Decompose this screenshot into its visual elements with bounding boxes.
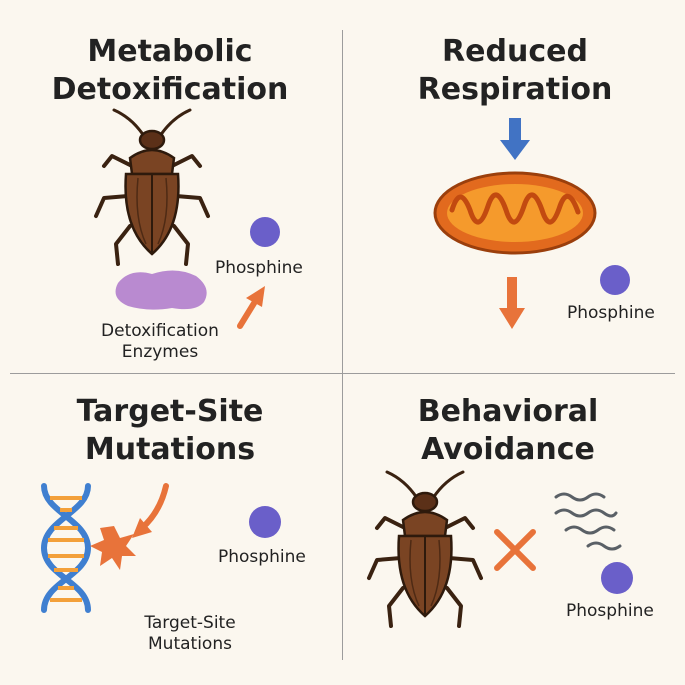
caption-line-1: Target-Site	[144, 613, 236, 633]
horizontal-divider	[10, 373, 675, 374]
title-line-2: Avoidance	[421, 432, 595, 467]
panel-title: Reduced Respiration	[365, 33, 665, 109]
arrow-icon	[499, 277, 525, 329]
gas-waves-icon	[554, 492, 622, 551]
enzymes-label-line-2: Enzymes	[121, 342, 199, 362]
arrow-icon	[500, 118, 530, 160]
enzymes-label: Detoxification Enzymes	[60, 321, 260, 363]
vertical-divider	[342, 30, 343, 660]
mitochondria-icon	[433, 171, 597, 255]
dna-icon	[40, 483, 92, 613]
phosphine-molecule-icon	[249, 506, 281, 538]
caption-line-2: Mutations	[148, 634, 232, 654]
enzyme-blob-icon	[115, 270, 207, 310]
panel-title: Behavioral Avoidance	[358, 393, 658, 469]
title-line-2: Respiration	[417, 72, 613, 107]
title-line-1: Reduced	[442, 34, 588, 69]
cross-icon	[494, 529, 536, 571]
phosphine-label: Phosphine	[567, 303, 655, 323]
arrow-icon	[237, 286, 265, 329]
mutations-caption: Target-Site Mutations	[95, 613, 285, 655]
phosphine-molecule-icon	[600, 265, 630, 295]
phosphine-molecule-icon	[250, 217, 280, 247]
enzymes-label-line-1: Detoxification	[101, 321, 219, 341]
title-line-2: Mutations	[84, 432, 256, 467]
title-line-1: Metabolic	[87, 34, 253, 69]
beetle-icon	[94, 108, 210, 266]
title-line-2: Detoxification	[51, 72, 289, 107]
panel-title: Metabolic Detoxification	[20, 33, 320, 109]
mutation-star-icon	[90, 526, 136, 570]
title-line-1: Target-Site	[76, 394, 264, 429]
phosphine-label: Phosphine	[218, 547, 306, 567]
phosphine-label: Phosphine	[215, 258, 303, 278]
phosphine-label: Phosphine	[566, 601, 654, 621]
panel-title: Target-Site Mutations	[20, 393, 320, 469]
beetle-icon	[367, 470, 483, 628]
title-line-1: Behavioral	[417, 394, 599, 429]
arrow-icon	[132, 483, 169, 538]
phosphine-molecule-icon	[601, 562, 633, 594]
